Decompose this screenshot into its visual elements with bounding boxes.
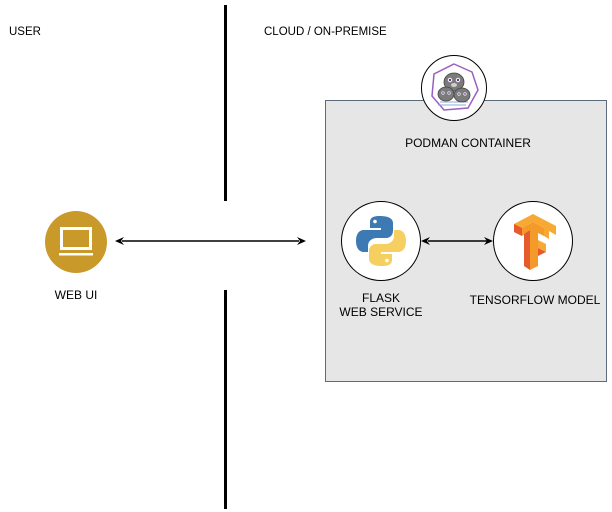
edge-webui-podman[interactable] — [115, 237, 306, 245]
flask-node[interactable] — [341, 201, 421, 281]
user-zone-label: USER — [9, 26, 41, 38]
zone-divider-bottom — [224, 290, 227, 509]
monitor-icon — [59, 227, 93, 256]
arrowhead-right — [297, 237, 306, 245]
arrowhead-left — [115, 237, 124, 245]
edge-flask-tensorflow[interactable] — [421, 237, 493, 245]
cloud-zone-label: CLOUD / ON-PREMISE — [264, 26, 387, 38]
podman-seals-icon — [431, 63, 479, 111]
podman-container-label: PODMAN CONTAINER — [405, 136, 531, 150]
web-ui-node[interactable] — [45, 211, 107, 273]
web-ui-label: WEB UI — [54, 288, 98, 302]
python-icon — [356, 216, 406, 266]
arrowhead-left — [421, 237, 430, 245]
tensorflow-icon — [514, 214, 556, 270]
flask-label-line1: FLASK — [361, 291, 400, 305]
podman-node[interactable] — [421, 55, 487, 121]
arrowhead-right — [484, 237, 493, 245]
zone-divider-top — [224, 5, 227, 201]
flask-label-line2: WEB SERVICE — [339, 305, 423, 319]
tensorflow-label: TENSORFLOW MODEL — [469, 293, 601, 307]
tensorflow-node[interactable] — [493, 201, 573, 281]
